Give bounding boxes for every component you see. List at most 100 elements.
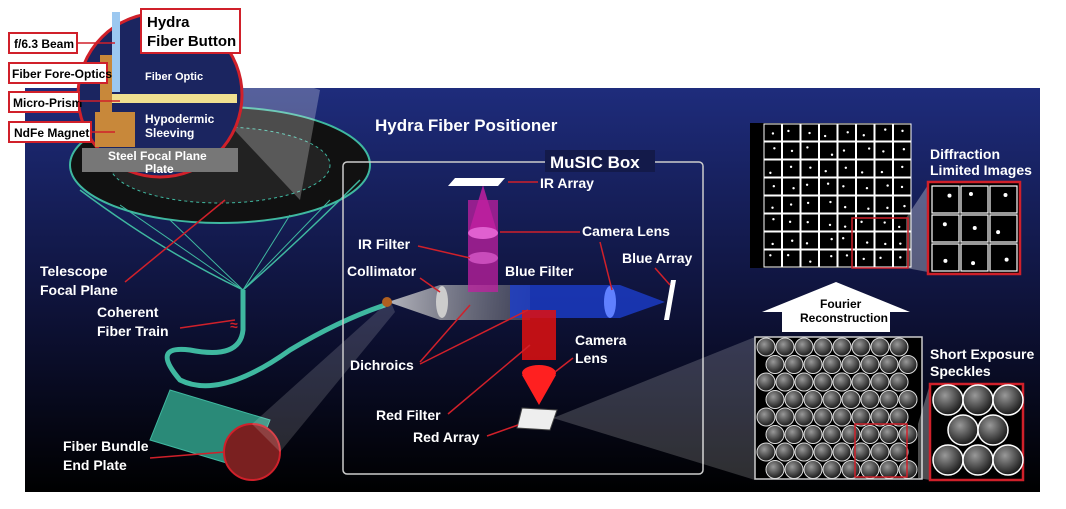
diffraction-spot [788, 220, 792, 224]
bundle-label-2: End Plate [63, 457, 127, 473]
diffraction-cell [782, 213, 801, 232]
fiber-button-inset [76, 11, 320, 200]
speckle-cell [889, 407, 909, 427]
diffraction-spot [1004, 257, 1009, 262]
speckle-cell [832, 337, 852, 357]
speckle-cell [870, 407, 890, 427]
diffraction-cell [856, 159, 875, 178]
diffraction-cell [800, 213, 819, 232]
red-array-label: Red Array [413, 429, 480, 445]
speckle-cell [803, 460, 823, 479]
svg-text:Hydra: Hydra [147, 14, 190, 31]
diffraction-spot [882, 150, 885, 153]
speckle-cell [870, 372, 890, 392]
diffraction-spot [769, 171, 772, 175]
diffraction-spot [902, 148, 906, 151]
diffraction-cell [856, 195, 875, 214]
speckle-cell [813, 442, 833, 462]
diffraction-cell [837, 141, 856, 160]
speckle-cell [756, 442, 776, 462]
fiber-train-label-2: Fiber Train [97, 323, 169, 339]
title: Hydra Fiber Positioner [375, 116, 558, 135]
diffraction-cell [856, 141, 875, 160]
diffraction-cell [800, 231, 819, 250]
diffraction-spot [903, 204, 906, 208]
speckle-cell [851, 372, 871, 392]
diffraction-spot [773, 147, 776, 150]
diffraction-spot [947, 193, 952, 198]
diffraction-spot [829, 200, 832, 204]
diffraction-cell [819, 231, 838, 250]
red-filter-label: Red Filter [376, 407, 441, 423]
diffraction-spot [786, 253, 790, 257]
diffraction-spot [900, 185, 904, 189]
diffraction-label-2: Limited Images [930, 162, 1032, 178]
hydra-fiber-button-callout: Hydra Fiber Button [140, 8, 241, 54]
diffraction-cell [763, 195, 782, 214]
speckle-cell [756, 407, 776, 427]
diffraction-cell [800, 249, 819, 268]
diffraction-cell [800, 141, 819, 160]
diffraction-spot [843, 205, 847, 209]
ir-filter-label: IR Filter [358, 236, 411, 252]
focal-plane-label-1: Telescope [40, 263, 108, 279]
speckle-cell [765, 425, 785, 444]
speckle-cell [803, 390, 823, 409]
speckle-cell [784, 460, 804, 479]
speckle-cell [832, 407, 852, 427]
diffraction-spot [862, 134, 865, 137]
diffraction-cell [837, 177, 856, 196]
diffraction-cell [763, 213, 782, 232]
diffraction-spot [880, 170, 884, 174]
diffraction-spot [830, 153, 834, 156]
diffraction-spot [828, 223, 832, 227]
diffraction-cell [856, 213, 875, 232]
speckle-cell [756, 337, 776, 357]
focal-plane-label-2: Focal Plane [40, 282, 118, 298]
diffraction-cell [856, 249, 875, 268]
diffraction-spot [792, 187, 795, 190]
diffraction-spot [843, 225, 847, 228]
speckle-cell [841, 425, 861, 444]
diffraction-cell [874, 159, 893, 178]
speckle-cell [832, 372, 852, 392]
diffraction-spot [860, 220, 863, 224]
dichroics-label: Dichroics [350, 357, 414, 373]
speckle-grid [754, 336, 923, 480]
diffraction-cell [874, 177, 893, 196]
diffraction-cell [819, 177, 838, 196]
diffraction-cell [819, 213, 838, 232]
beam-callout: f/6.3 Beam [8, 32, 115, 54]
optical-path [382, 178, 676, 431]
diffraction-spot [805, 183, 809, 186]
diffraction-spot [886, 206, 889, 210]
diffraction-cell [763, 249, 782, 268]
diffraction-spot [805, 242, 809, 245]
speckle-zoom-cell [977, 414, 1009, 446]
diffraction-cell [819, 141, 838, 160]
diffraction-cell [856, 177, 875, 196]
diffraction-cell [893, 249, 912, 268]
diffraction-spot [865, 241, 869, 244]
speckle-cell [794, 337, 814, 357]
diffraction-spot [898, 225, 901, 229]
diffraction-cell [874, 231, 893, 250]
diffraction-cell [782, 159, 801, 178]
speckle-cell [822, 390, 842, 409]
diffraction-spot [862, 257, 865, 261]
speckle-cell [813, 372, 833, 392]
diffraction-label-1: Diffraction [930, 146, 1000, 162]
speckle-cell [765, 355, 785, 374]
diffraction-spot [806, 146, 809, 149]
diffraction-spot [841, 237, 845, 240]
speckle-zoom-cell [962, 444, 994, 476]
speckle-cell [898, 355, 918, 374]
speckle-cell [803, 425, 823, 444]
diffraction-cell [837, 231, 856, 250]
diffraction-spot [899, 242, 902, 245]
break-mark: ≈ [230, 317, 238, 333]
speckle-cell [898, 390, 918, 409]
speckle-zoom-cell [932, 444, 964, 476]
ir-array-label: IR Array [540, 175, 594, 191]
diffraction-spot [772, 217, 775, 221]
